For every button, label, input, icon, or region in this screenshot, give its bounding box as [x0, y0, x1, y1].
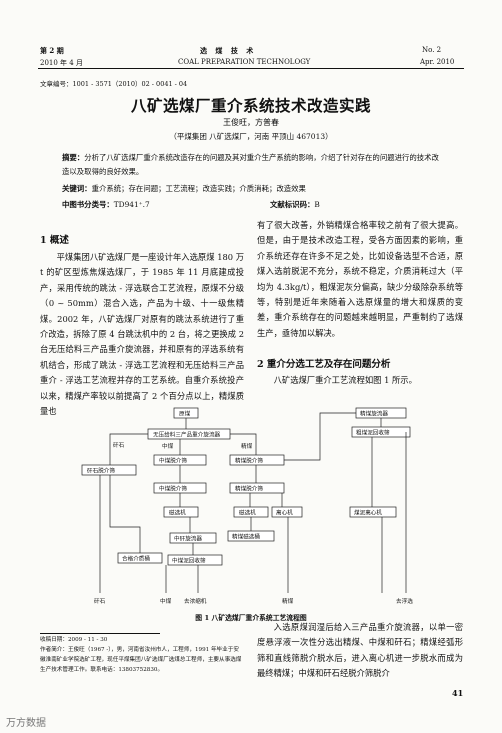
- node-clean-cyclone: 精煤旋流器: [360, 410, 388, 418]
- node-middling-cyclone: 中矸旋流器: [174, 535, 202, 543]
- node-slime-centrifuge: 煤泥离心机: [354, 509, 382, 517]
- output-to-thickener: 去浓缩机: [184, 597, 207, 605]
- header-journal-en: COAL PREPARATION TECHNOLOGY: [178, 58, 311, 66]
- node-clean-screen-2: 精煤脱介筛: [235, 485, 263, 493]
- header-journal-cn: 选 煤 技 术: [200, 46, 257, 55]
- right-column-paragraph-1: 有了很大改善，外销精煤合格率较之前有了很大提高。但是，由于是技术改造工程，受各方…: [257, 220, 463, 338]
- article-title: 八矿选煤厂重介系统技术改造实践: [130, 96, 371, 115]
- process-flow-diagram: 原煤 无压给料三产品重介旋流器 矸石 中煤 精煤 中煤脱介筛 精煤脱介筛 矸石脱…: [81, 407, 413, 605]
- article-number: 文章编号：1001 - 3571（2010）02 - 0041 - 04: [40, 80, 188, 88]
- label-middling: 中煤: [162, 442, 174, 450]
- header-date-right: Apr. 2010: [420, 58, 455, 66]
- page-number: 41: [452, 688, 464, 698]
- abstract: 摘要：分析了八矿选煤厂重介系统改造存在的问题及其对重介生产系统的影响，介绍了针对…: [62, 151, 440, 179]
- document-code: 文献标识码：B: [270, 199, 320, 210]
- clc-label: 中图书分类号：: [62, 200, 114, 209]
- node-clean-magnetic-tank: 精煤磁选桶: [232, 533, 260, 541]
- output-clean-coal: 精煤: [282, 597, 294, 605]
- footnote-author-bio: 作者简介：王俊旺（1967 -），男，河南省汝州市人，工程师，1991 年毕业于…: [40, 647, 242, 673]
- abstract-label: 摘要：: [62, 153, 85, 162]
- header-rule: [38, 68, 464, 69]
- output-middling: 中煤: [160, 597, 172, 605]
- keywords: 关键词：重介系统；存在问题；工艺流程；改造实践；介质消耗；改造效果: [62, 183, 306, 194]
- header-date-left: 2010 年 4 月: [40, 59, 83, 67]
- node-qualified-medium-tank: 合格介质桶: [122, 555, 150, 563]
- header-no: No. 2: [422, 46, 442, 54]
- clc-number: 中图书分类号：TD941⁺.7: [62, 199, 150, 210]
- node-coarse-slime-screen: 粗煤泥回收筛: [356, 429, 390, 437]
- output-reject: 矸石: [94, 598, 106, 605]
- article-affiliation: （平煤集团 八矿选煤厂，河南 平顶山 467013）: [169, 132, 333, 141]
- right-column-paragraph-2: 八矿选煤厂重介工艺流程如图 1 所示。: [273, 375, 417, 385]
- node-middling-screen: 中煤脱介筛: [159, 457, 187, 465]
- document-code-value: B: [314, 200, 320, 209]
- document-code-label: 文献标识码：: [270, 200, 315, 209]
- figure-caption: 图 1 八矿选煤厂重介系统工艺流程图: [195, 614, 307, 622]
- output-to-flotation: 去浮选: [396, 597, 413, 605]
- node-reject-screen: 矸石脱介筛: [87, 467, 115, 475]
- node-middling-slime-screen: 中煤泥回收筛: [172, 557, 206, 565]
- footnote: 收稿日期：2009 - 11 - 30 作者简介：王俊旺（1967 -），男，河…: [40, 635, 244, 675]
- watermark: 万方数据: [6, 718, 46, 729]
- node-clean-screen: 精煤脱介筛: [235, 457, 263, 465]
- footnote-received: 收稿日期：2009 - 11 - 30: [40, 637, 108, 643]
- node-magnetic-separator-2: 磁选机: [239, 509, 256, 517]
- label-reject: 矸石: [113, 442, 125, 449]
- article-authors: 王俊旺，方普春: [223, 118, 279, 127]
- section2-heading: 2 重介分选工艺及存在问题分析: [257, 359, 391, 370]
- keywords-text: 重介系统；存在问题；工艺流程；改造实践；介质消耗；改造效果: [91, 184, 306, 193]
- node-centrifuge: 离心机: [276, 509, 293, 517]
- section1-paragraph: 平煤集团八矿选煤厂是一座设计年入选原煤 180 万 t 的矿区型炼焦煤选煤厂，于…: [40, 252, 244, 417]
- clc-value: TD941⁺.7: [113, 200, 150, 209]
- label-clean: 精煤: [241, 442, 253, 450]
- right-column-paragraph-3: 入选原煤润湿后给入三产品重介旋流器，以单一密度悬浮液一次性分选出精煤、中煤和矸石…: [257, 622, 463, 679]
- section1-heading: 1 概述: [40, 235, 69, 246]
- node-raw-coal: 原煤: [179, 410, 191, 418]
- node-middling-screen-2: 中煤脱介筛: [159, 485, 187, 493]
- keywords-label: 关键词：: [62, 184, 92, 193]
- abstract-text: 分析了八矿选煤厂重介系统改造存在的问题及其对重介生产系统的影响，介绍了针对存在的…: [62, 153, 439, 176]
- footnote-rule: [40, 633, 160, 634]
- header-issue: 第 2 期: [40, 46, 64, 55]
- node-magnetic-separator-1: 磁选机: [169, 509, 186, 517]
- node-three-product-cyclone: 无压给料三产品重介旋流器: [153, 431, 221, 439]
